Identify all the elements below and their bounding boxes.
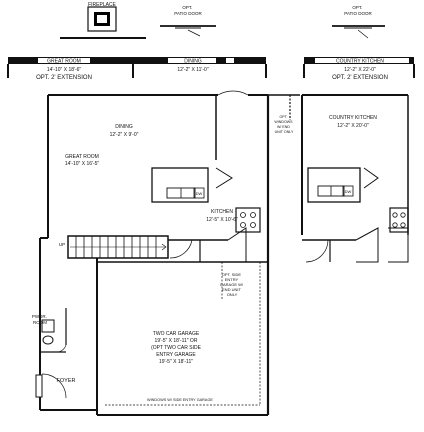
country-kitchen-label: COUNTRY KITCHEN	[329, 115, 377, 121]
fireplace-option-sketch: FIREPLACE	[60, 2, 146, 39]
dw-label: DW	[196, 191, 203, 196]
garage-opt-line1: (OPT TWO CAR SIDE	[151, 345, 201, 351]
opt-patio-door-left-label: OPT. PATIO DOOR	[174, 5, 202, 16]
powder-room-line1: PWDR.	[32, 314, 47, 319]
ext-country-kitchen-dims: 12'-2" X 22'-0"	[344, 67, 376, 73]
powder-room-line2: ROOM	[33, 320, 47, 325]
great-room-label: GREAT ROOM	[65, 154, 99, 160]
opt-patio-door-right-line2: PATIO DOOR	[344, 11, 372, 16]
windows-note: WINDOWS W/ SIDE ENTRY GARAGE	[147, 398, 213, 402]
great-room-dims: 14'-10" X 16'-5"	[65, 161, 100, 167]
opt-patio-door-right-sketch: OPT. PATIO DOOR	[332, 5, 385, 39]
ext-dining-label: DINING	[184, 59, 202, 65]
dining-label: DINING	[115, 124, 133, 130]
side-entry-line5: ONLY	[227, 292, 238, 297]
main-floor-plan: DW UP	[32, 90, 270, 416]
country-kitchen-dims: 12'-2" X 20'-0"	[337, 123, 369, 129]
side-entry-line3: GARAGE W/	[220, 282, 244, 287]
opt-patio-door-right-label: OPT. PATIO DOOR	[344, 5, 372, 16]
side-entry-line4: END UNIT	[222, 287, 241, 292]
ext-country-kitchen-label: COUNTRY KITCHEN	[336, 59, 384, 65]
garage-opt-line2: ENTRY GARAGE	[156, 352, 196, 358]
staircase: UP	[59, 235, 169, 259]
extension-strip: GREAT ROOM 14'-10" X 18'-6" OPT. 2' EXTE…	[7, 57, 415, 81]
side-entry-line1: OPT. SIDE	[222, 272, 242, 277]
dining-dims: 12'-2" X 9'-0"	[110, 132, 139, 138]
side-entry-note: OPT. SIDE ENTRY GARAGE W/ END UNIT ONLY	[220, 272, 244, 297]
garage-label: TWO CAR GARAGE	[153, 331, 200, 337]
opt-windows-line1: OPT.	[280, 115, 288, 119]
opt-windows-line3: W/ END	[277, 125, 290, 129]
up-label: UP	[59, 242, 65, 247]
country-kitchen-plan: OPT. WINDOWS W/ END UNIT ONLY COUNTRY KI…	[268, 94, 409, 263]
garage-dims: 19'-5" X 18'-11" OR	[155, 338, 198, 344]
fireplace-label: FIREPLACE	[88, 2, 116, 8]
opt-patio-door-left-sketch: OPT. PATIO DOOR	[160, 5, 216, 37]
garage-opt-dims: 19'-5" X 18'-11"	[159, 359, 193, 365]
foyer-label: FOYER	[57, 378, 76, 384]
ext-great-room-label: GREAT ROOM	[47, 59, 81, 65]
opt-patio-door-left-line1: OPT.	[182, 5, 192, 10]
opt-windows-line2: WINDOWS	[274, 120, 293, 124]
ext-country-kitchen-option: OPT. 2' EXTENSION	[332, 75, 388, 81]
opt-patio-door-left-line2: PATIO DOOR	[174, 11, 202, 16]
ext-dining-dims: 12'-2" X 11'-0"	[177, 67, 208, 73]
opt-windows-line4: UNIT ONLY	[275, 130, 294, 134]
ext-great-room-option: OPT. 2' EXTENSION	[36, 75, 92, 81]
kitchen-label: KITCHEN	[211, 209, 233, 215]
powder-room-label: PWDR. ROOM	[32, 314, 48, 325]
kitchen-dims: 12'-5" X 10'-6"	[206, 217, 238, 223]
opt-patio-door-right-line1: OPT.	[352, 5, 362, 10]
opt-windows-note: OPT. WINDOWS W/ END UNIT ONLY	[274, 115, 294, 134]
side-entry-line2: ENTRY	[225, 277, 239, 282]
ck-dw-label: DW	[345, 189, 352, 194]
ext-great-room-dims: 14'-10" X 18'-6"	[47, 67, 82, 73]
